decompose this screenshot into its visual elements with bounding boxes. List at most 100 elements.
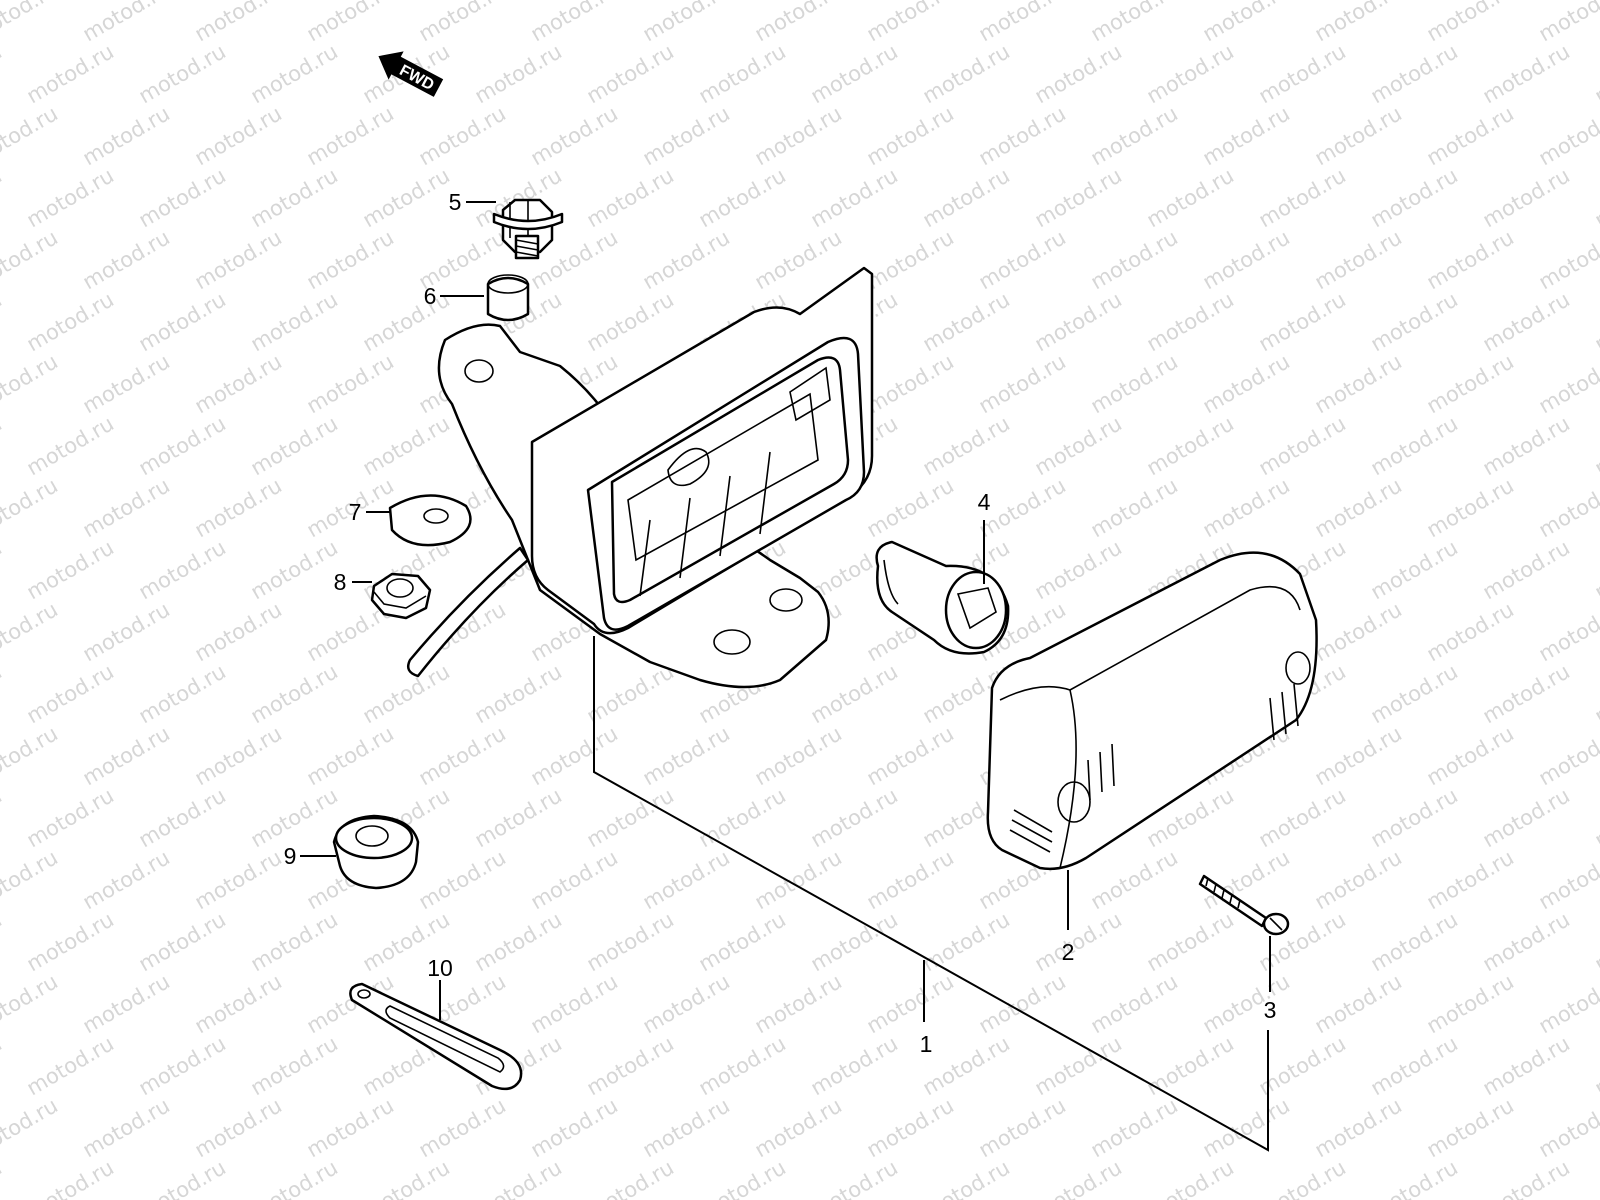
watermark-text: motod.ru (1535, 349, 1600, 418)
callout-10: 10 (427, 955, 453, 981)
watermark-text: motod.ru (639, 845, 734, 914)
watermark-text: motod.ru (1087, 225, 1182, 294)
watermark-text: motod.ru (135, 1031, 230, 1100)
watermark-text: motod.ru (1591, 287, 1600, 356)
watermark-text: motod.ru (1143, 39, 1238, 108)
watermark-text: motod.ru (1255, 163, 1350, 232)
watermark-text: motod.ru (247, 163, 342, 232)
watermark-text: motod.ru (1143, 163, 1238, 232)
watermark-text: motod.ru (583, 1031, 678, 1100)
watermark-text: motod.ru (191, 597, 286, 666)
watermark-text: motod.ru (1255, 783, 1350, 852)
watermark-text: motod.ru (1311, 845, 1406, 914)
watermark-text: motod.ru (1311, 349, 1406, 418)
watermark-text: motod.ru (1087, 101, 1182, 170)
watermark-text: motod.ru (0, 163, 6, 232)
watermark-text: motod.ru (247, 535, 342, 604)
watermark-text: motod.ru (751, 1093, 846, 1162)
watermark-text: motod.ru (359, 287, 454, 356)
watermark-text: motod.ru (975, 0, 1070, 46)
watermark-text: motod.ru (1031, 535, 1126, 604)
watermark-text: motod.ru (1535, 721, 1600, 790)
watermark-text: motod.ru (191, 845, 286, 914)
watermark-text: motod.ru (1367, 1031, 1462, 1100)
watermark-text: motod.ru (919, 1155, 1014, 1200)
watermark-text: motod.ru (1479, 39, 1574, 108)
watermark-text: motod.ru (79, 349, 174, 418)
watermark-text: motod.ru (247, 907, 342, 976)
watermark-text: motod.ru (0, 1155, 6, 1200)
watermark-text: motod.ru (583, 783, 678, 852)
watermark-text: motod.ru (0, 969, 62, 1038)
watermark-text: motod.ru (807, 1155, 902, 1200)
watermark-text: motod.ru (1423, 845, 1518, 914)
lens-part-2 (986, 551, 1318, 871)
grommet-part-9 (332, 814, 420, 890)
watermark-text: motod.ru (303, 0, 398, 46)
watermark-text: motod.ru (23, 287, 118, 356)
watermark-text: motod.ru (23, 907, 118, 976)
watermark-text: motod.ru (1591, 907, 1600, 976)
watermark-text: motod.ru (191, 349, 286, 418)
watermark-text: motod.ru (191, 969, 286, 1038)
watermark-text: motod.ru (415, 0, 510, 46)
watermark-text: motod.ru (1423, 101, 1518, 170)
watermark-text: motod.ru (863, 845, 958, 914)
lamp-housing-part-1 (407, 266, 874, 689)
watermark-text: motod.ru (1199, 1093, 1294, 1162)
watermark-text: motod.ru (79, 1093, 174, 1162)
watermark-text: motod.ru (863, 969, 958, 1038)
watermark-text: motod.ru (79, 0, 174, 46)
watermark-text: motod.ru (695, 39, 790, 108)
watermark-text: motod.ru (0, 0, 62, 46)
watermark-text: motod.ru (1535, 1093, 1600, 1162)
watermark-text: motod.ru (471, 659, 566, 728)
watermark-text: motod.ru (1535, 597, 1600, 666)
watermark-text: motod.ru (1367, 659, 1462, 728)
watermark-text: motod.ru (695, 783, 790, 852)
watermark-text: motod.ru (639, 0, 734, 46)
watermark-text: motod.ru (191, 225, 286, 294)
watermark-text: motod.ru (1255, 287, 1350, 356)
watermark-text: motod.ru (1143, 1031, 1238, 1100)
watermark-text: motod.ru (1199, 225, 1294, 294)
watermark-text: motod.ru (807, 39, 902, 108)
watermark-text: motod.ru (359, 659, 454, 728)
watermark-text: motod.ru (471, 783, 566, 852)
watermark-text: motod.ru (751, 969, 846, 1038)
watermark-text: motod.ru (1255, 1155, 1350, 1200)
watermark-text: motod.ru (191, 101, 286, 170)
watermark-text: motod.ru (1143, 1155, 1238, 1200)
watermark-text: motod.ru (79, 473, 174, 542)
watermark-text: motod.ru (1423, 473, 1518, 542)
watermark-text: motod.ru (0, 597, 62, 666)
watermark-text: motod.ru (1479, 535, 1574, 604)
watermark-text: motod.ru (0, 287, 6, 356)
watermark-text: motod.ru (1199, 969, 1294, 1038)
watermark-text: motod.ru (0, 473, 62, 542)
watermark-text: motod.ru (751, 721, 846, 790)
watermark-text: motod.ru (1479, 287, 1574, 356)
watermark-text: motod.ru (1535, 0, 1600, 46)
bolt-part-5 (492, 198, 564, 260)
watermark-text: motod.ru (1311, 969, 1406, 1038)
watermark-text: motod.ru (807, 163, 902, 232)
watermark-text: motod.ru (0, 907, 6, 976)
watermark-text: motod.ru (23, 411, 118, 480)
watermark-text: motod.ru (359, 1155, 454, 1200)
watermark-text: motod.ru (23, 535, 118, 604)
watermark-text: motod.ru (303, 225, 398, 294)
watermark-text: motod.ru (135, 39, 230, 108)
watermark-text: motod.ru (751, 101, 846, 170)
watermark-text: motod.ru (79, 597, 174, 666)
bulb-part-4 (875, 540, 1010, 655)
watermark-text: motod.ru (1423, 597, 1518, 666)
collar-part-6 (486, 274, 530, 322)
watermark-text: motod.ru (191, 721, 286, 790)
watermark-text: motod.ru (751, 225, 846, 294)
watermark-text: motod.ru (1535, 969, 1600, 1038)
watermark-text: motod.ru (1591, 39, 1600, 108)
callout-5: 5 (449, 189, 462, 215)
watermark-text: motod.ru (1311, 473, 1406, 542)
